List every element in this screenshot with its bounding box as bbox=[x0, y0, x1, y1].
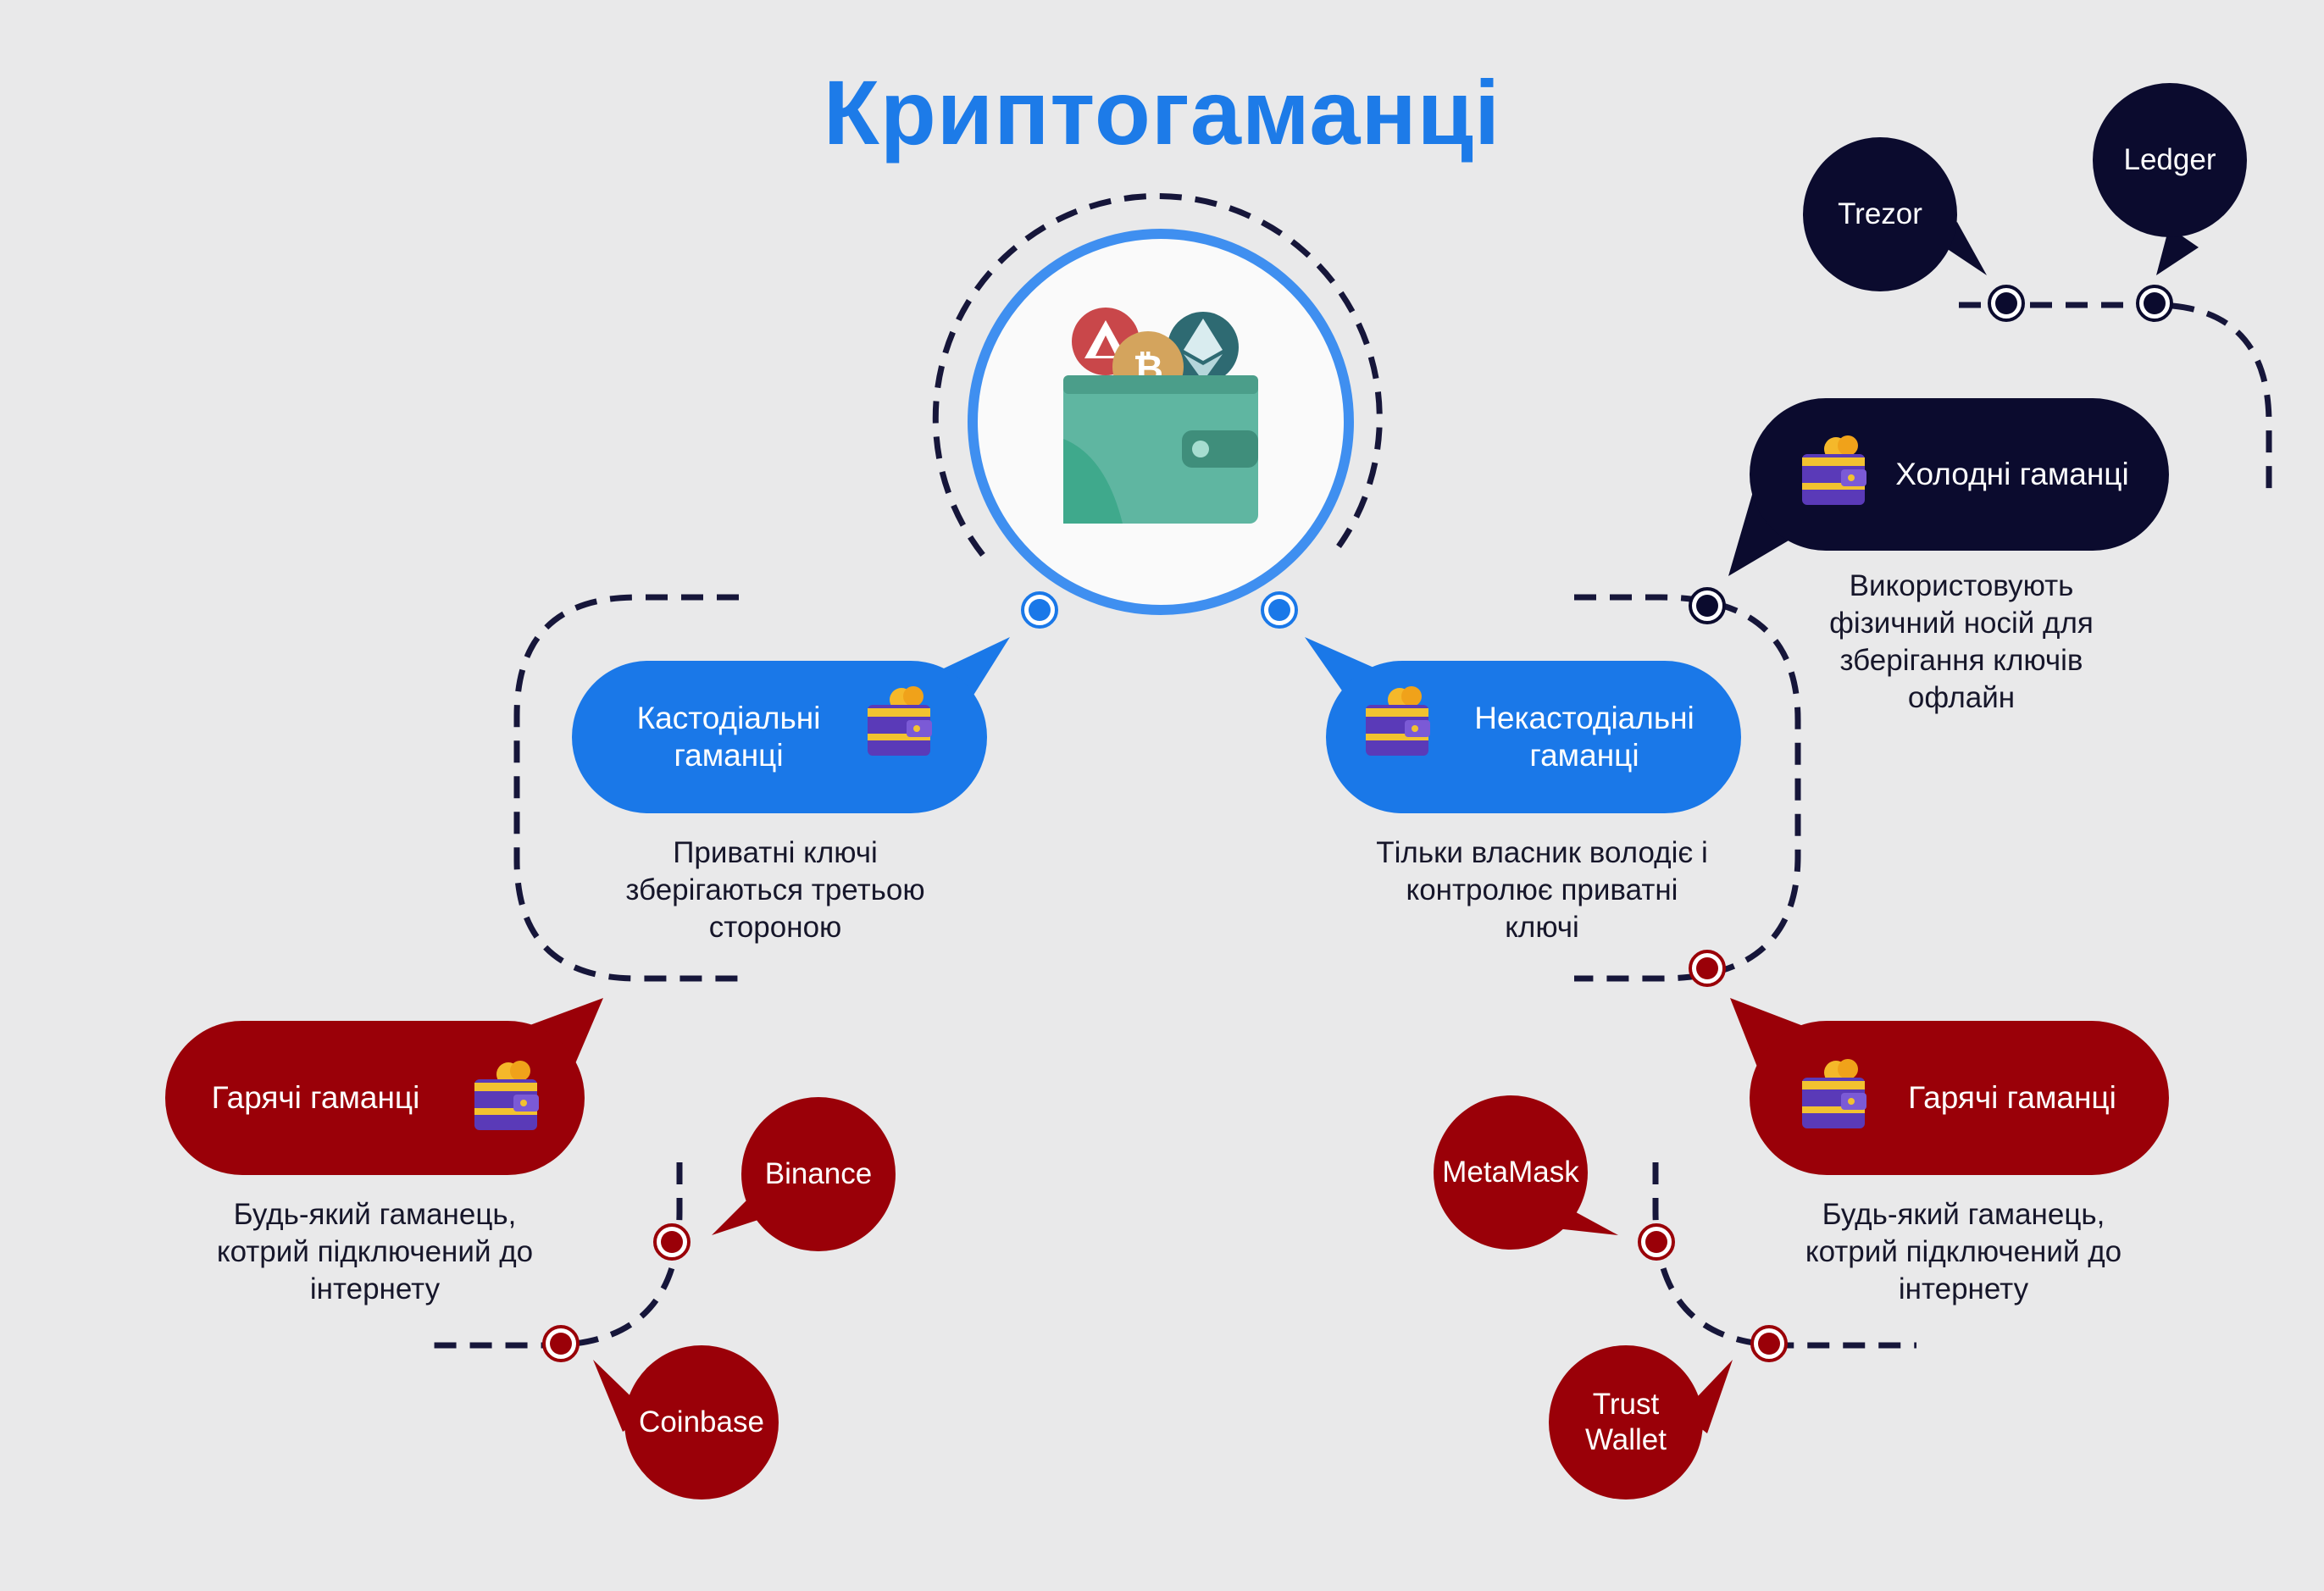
metamask-bubble: MetaMask bbox=[1434, 1095, 1588, 1250]
node-ledger bbox=[2136, 285, 2173, 322]
custodial-description: Приватні ключі зберігаються третьою стор… bbox=[625, 836, 925, 944]
ledger-bubble: Ledger bbox=[2093, 83, 2247, 237]
binance-bubble: Binance bbox=[741, 1097, 896, 1251]
node-coinbase bbox=[542, 1325, 580, 1362]
noncustodial-description: Тільки власник володіє і контролює прива… bbox=[1376, 836, 1708, 944]
custodial-wallets-label: Кастодіальні гаманці bbox=[636, 701, 821, 773]
cold-wallets-label: Холодні гаманці bbox=[1895, 457, 2129, 491]
node-hot-right bbox=[1689, 950, 1726, 987]
node-metamask bbox=[1638, 1223, 1675, 1261]
cold-examples-line bbox=[1959, 302, 2272, 496]
hot-left-description: Будь-який гаманець, котрий підключений д… bbox=[216, 1198, 534, 1306]
wallet-with-crypto-coins-icon: ₿ bbox=[1063, 308, 1258, 524]
cold-description: Використовують фізичний носій для зберіг… bbox=[1829, 569, 2094, 714]
page-title: Криптогаманці bbox=[823, 61, 1501, 164]
custodial-branch-line bbox=[513, 594, 739, 982]
node-custodial bbox=[1021, 591, 1058, 629]
noncustodial-wallets-label: Некастодіальні гаманці bbox=[1474, 701, 1694, 773]
hot-wallets-left-label: Гарячі гаманці bbox=[211, 1080, 420, 1115]
noncustodial-branch-line bbox=[1574, 594, 1801, 982]
coinbase-bubble: Coinbase bbox=[624, 1345, 779, 1500]
node-binance bbox=[653, 1223, 691, 1261]
purple-wallet-icon bbox=[1366, 686, 1430, 756]
ledger-tail bbox=[2156, 227, 2199, 275]
node-cold bbox=[1689, 587, 1726, 624]
node-noncustodial bbox=[1261, 591, 1298, 629]
trust-wallet-bubble: Trust Wallet bbox=[1549, 1345, 1703, 1500]
node-trust-wallet bbox=[1750, 1325, 1788, 1362]
purple-wallet-icon bbox=[1802, 1059, 1866, 1128]
trezor-bubble: Trezor bbox=[1803, 137, 1957, 291]
purple-wallet-icon bbox=[1802, 435, 1866, 505]
hot-wallets-right-label: Гарячі гаманці bbox=[1908, 1080, 2116, 1115]
hot-right-description: Будь-який гаманець, котрий підключений д… bbox=[1805, 1198, 2122, 1306]
purple-wallet-icon bbox=[868, 686, 932, 756]
center-dashed-ring bbox=[932, 193, 1383, 557]
node-trezor bbox=[1988, 285, 2025, 322]
purple-wallet-icon bbox=[474, 1061, 539, 1130]
